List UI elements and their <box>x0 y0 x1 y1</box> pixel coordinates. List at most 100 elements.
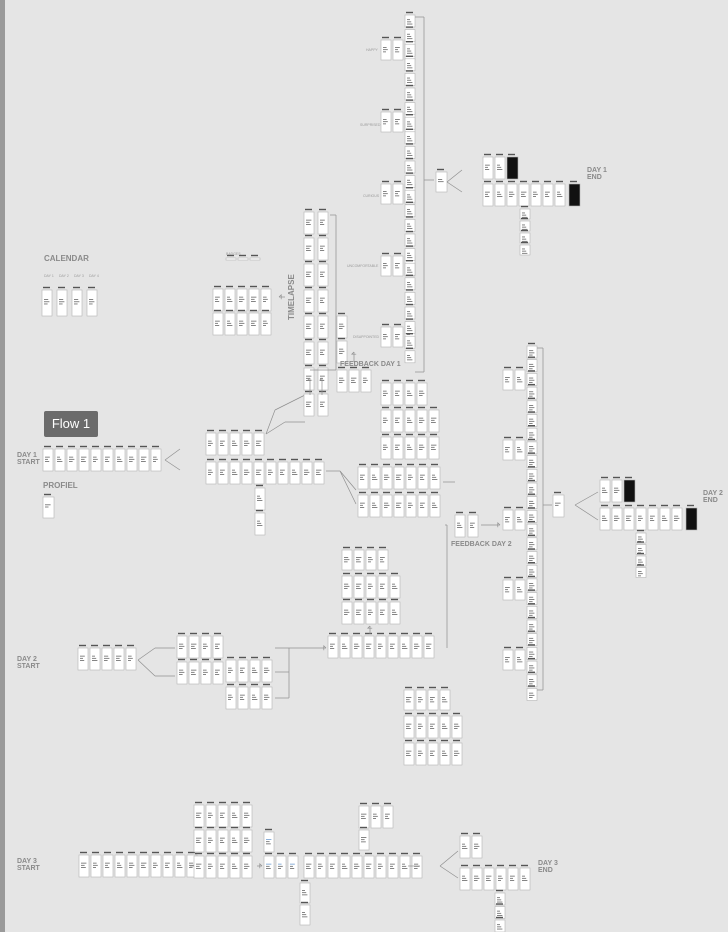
phone-screen[interactable] <box>526 411 538 427</box>
phone-screen[interactable] <box>526 534 538 551</box>
phone-screen[interactable] <box>387 852 399 879</box>
phone-screen[interactable] <box>415 686 427 711</box>
phone-screen[interactable] <box>327 852 339 879</box>
phone-screen[interactable] <box>217 429 229 456</box>
phone-screen[interactable] <box>241 801 253 828</box>
phone-screen[interactable] <box>102 445 114 472</box>
phone-screen[interactable] <box>341 546 353 571</box>
phone-screen[interactable] <box>526 616 538 633</box>
phone-screen[interactable] <box>404 26 416 42</box>
phone-screen[interactable] <box>411 852 423 879</box>
phone-screen[interactable] <box>526 466 538 482</box>
phone-screen[interactable] <box>114 445 126 472</box>
phone-screen[interactable] <box>635 529 647 544</box>
phone-screen[interactable] <box>411 632 423 659</box>
phone-screen[interactable] <box>387 632 399 659</box>
phone-screen[interactable] <box>428 406 440 433</box>
phone-screen[interactable] <box>101 644 113 671</box>
phone-screen[interactable] <box>377 598 389 625</box>
phone-screen[interactable] <box>459 864 471 891</box>
phone-screen[interactable] <box>90 851 102 878</box>
phone-screen[interactable] <box>353 572 365 599</box>
phone-screen[interactable] <box>327 632 339 659</box>
phone-screen[interactable] <box>380 180 392 205</box>
phone-screen[interactable] <box>404 172 416 188</box>
phone-screen[interactable] <box>526 356 538 373</box>
phone-screen[interactable] <box>317 208 329 235</box>
phone-screen[interactable] <box>114 851 126 878</box>
phone-screen[interactable] <box>416 406 428 433</box>
phone-screen[interactable] <box>188 658 200 685</box>
phone-screen[interactable] <box>248 285 260 312</box>
phone-screen[interactable] <box>339 632 351 659</box>
phone-screen[interactable] <box>459 832 471 859</box>
phone-screen[interactable] <box>526 425 538 441</box>
phone-screen[interactable] <box>265 458 277 485</box>
phone-screen[interactable] <box>253 429 265 456</box>
phone-screen[interactable] <box>439 686 451 711</box>
phone-screen[interactable] <box>363 632 375 659</box>
phone-screen[interactable] <box>467 511 479 538</box>
phone-screen[interactable] <box>224 285 236 312</box>
phone-screen[interactable] <box>341 572 353 599</box>
phone-screen[interactable] <box>494 889 506 906</box>
phone-screen[interactable] <box>415 739 427 766</box>
phone-screen[interactable] <box>241 826 253 853</box>
phone-screen[interactable] <box>392 252 404 277</box>
phone-screen[interactable] <box>526 644 538 660</box>
phone-screen[interactable] <box>193 826 205 853</box>
phone-screen[interactable] <box>174 851 186 878</box>
phone-screen[interactable] <box>301 458 313 485</box>
phone-screen[interactable] <box>358 802 370 829</box>
phone-screen[interactable] <box>526 452 538 468</box>
phone-screen[interactable] <box>494 903 506 919</box>
phone-screen[interactable] <box>526 575 538 592</box>
phone-screen[interactable] <box>42 445 54 472</box>
phone-screen[interactable] <box>212 309 224 336</box>
phone-screen[interactable] <box>392 36 404 61</box>
phone-screen[interactable] <box>102 851 114 878</box>
phone-screen[interactable] <box>404 406 416 433</box>
phone-screen[interactable] <box>217 458 229 485</box>
phone-screen[interactable] <box>685 504 698 531</box>
phone-screen[interactable] <box>317 286 329 313</box>
phone-screen[interactable] <box>526 589 538 605</box>
phone-screen[interactable] <box>225 254 237 261</box>
phone-screen[interactable] <box>138 445 150 472</box>
phone-screen[interactable] <box>317 312 329 339</box>
phone-screen[interactable] <box>225 683 237 710</box>
phone-screen[interactable] <box>526 479 538 496</box>
phone-screen[interactable] <box>370 802 382 829</box>
phone-screen[interactable] <box>229 429 241 456</box>
phone-screen[interactable] <box>427 686 439 711</box>
phone-screen[interactable] <box>317 364 329 391</box>
phone-screen[interactable] <box>260 309 272 336</box>
phone-screen[interactable] <box>429 491 441 518</box>
phone-screen[interactable] <box>236 309 248 336</box>
phone-screen[interactable] <box>212 632 224 659</box>
phone-screen[interactable] <box>303 338 315 365</box>
phone-screen[interactable] <box>392 180 404 205</box>
phone-screen[interactable] <box>351 632 363 659</box>
phone-screen[interactable] <box>495 864 507 891</box>
phone-screen[interactable] <box>377 572 389 599</box>
phone-screen[interactable] <box>212 285 224 312</box>
phone-screen[interactable] <box>303 286 315 313</box>
phone-screen[interactable] <box>375 852 387 879</box>
phone-screen[interactable] <box>519 864 531 891</box>
phone-screen[interactable] <box>380 36 392 61</box>
phone-screen[interactable] <box>392 323 404 348</box>
phone-screen[interactable] <box>392 433 404 460</box>
phone-screen[interactable] <box>303 260 315 287</box>
phone-screen[interactable] <box>554 180 566 207</box>
phone-screen[interactable] <box>365 546 377 571</box>
phone-screen[interactable] <box>381 463 393 490</box>
phone-screen[interactable] <box>317 260 329 287</box>
phone-screen[interactable] <box>519 241 531 256</box>
phone-screen[interactable] <box>125 644 137 671</box>
phone-screen[interactable] <box>78 851 90 878</box>
phone-screen[interactable] <box>392 379 404 406</box>
phone-screen[interactable] <box>42 493 55 519</box>
phone-screen[interactable] <box>404 99 416 115</box>
